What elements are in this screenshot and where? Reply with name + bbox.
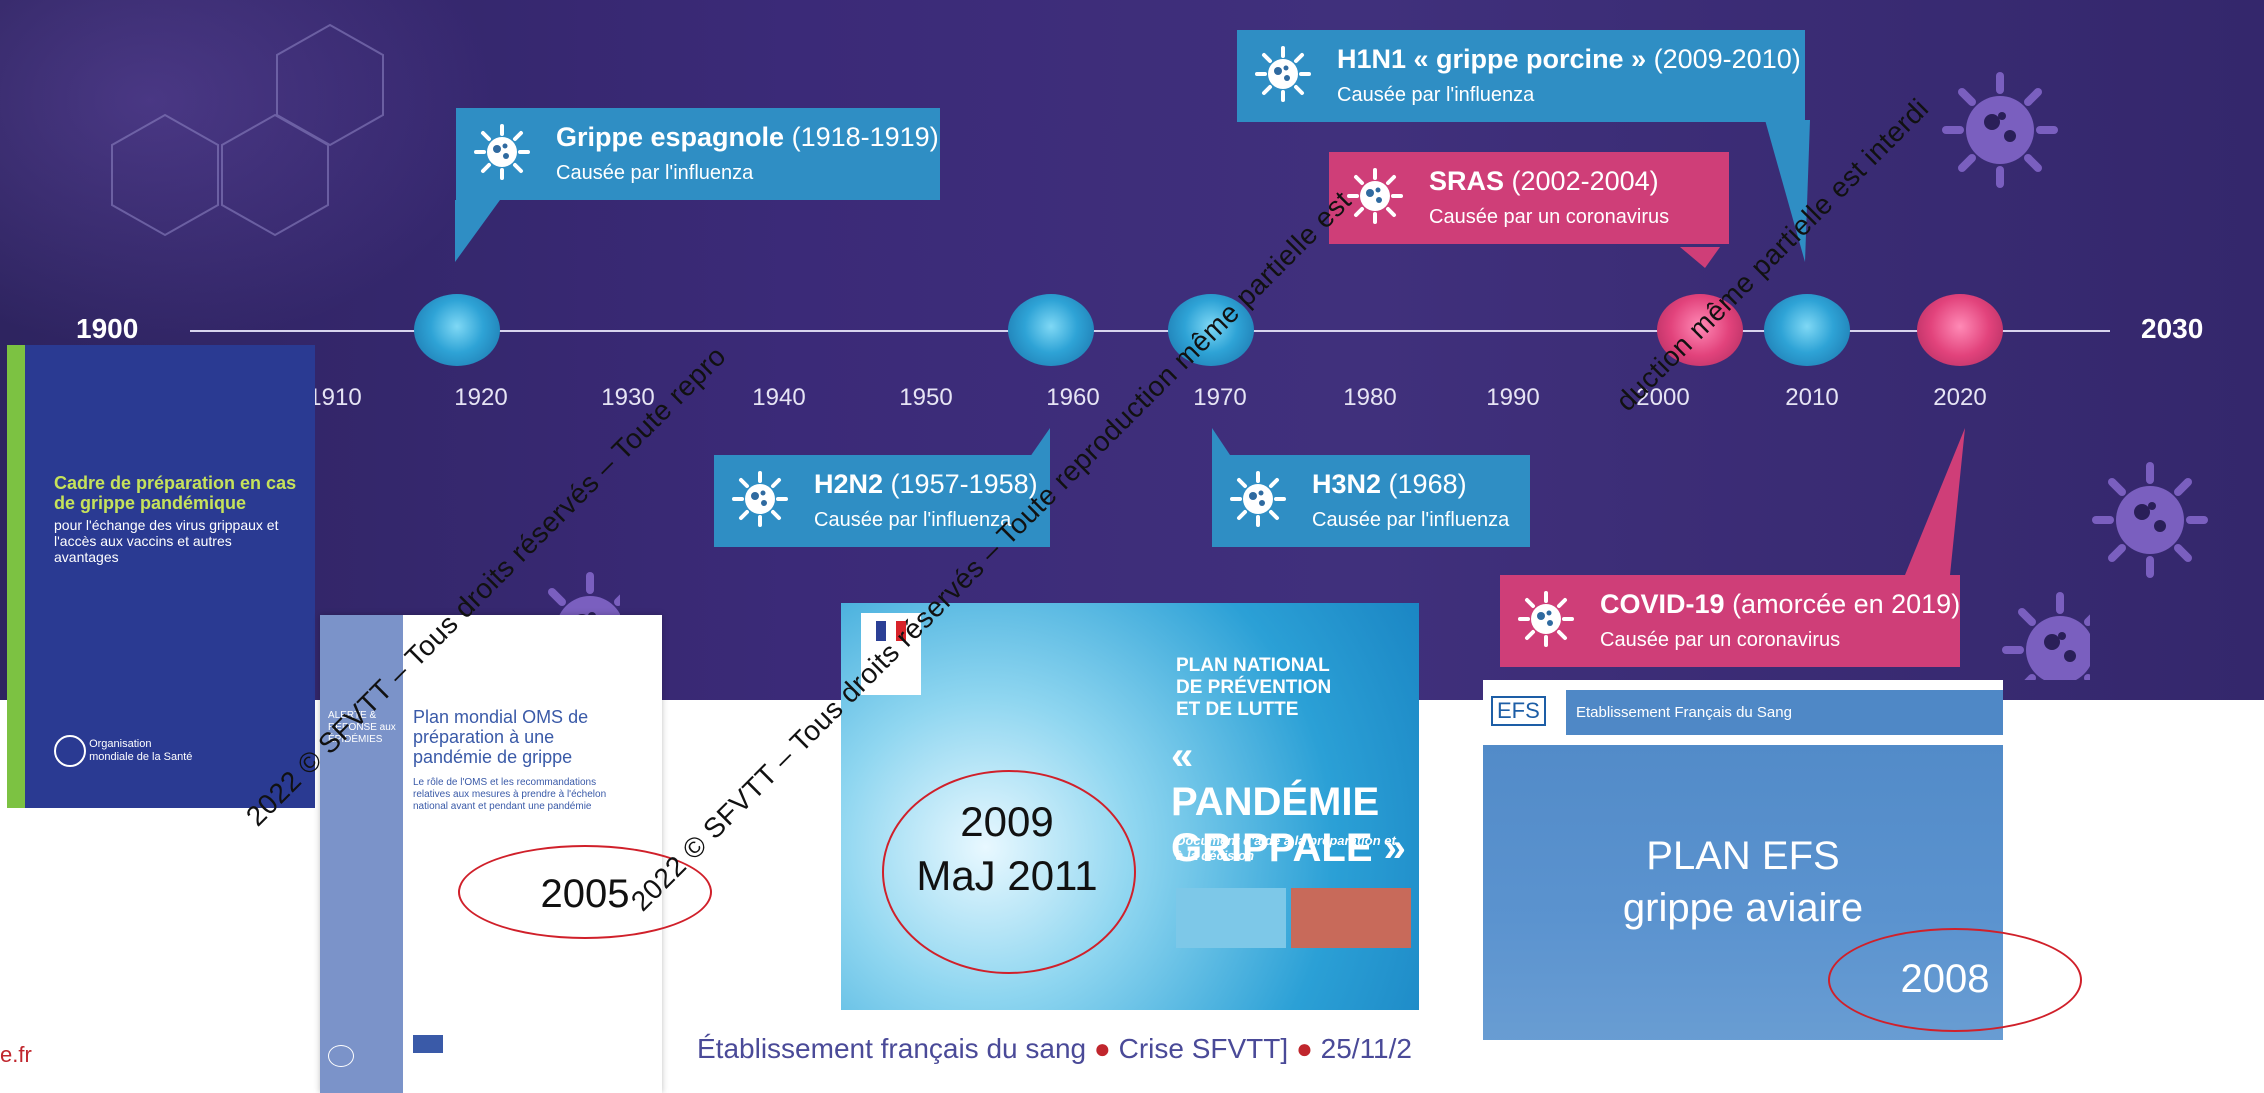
virus-icon [1347, 168, 1403, 224]
event-callout-h2n2: H2N2 (1957-1958) Causée par l'influenza [714, 455, 1050, 547]
doc-side-band: ALERTE & RÉPONSE aux ÉPIDÉMIES [320, 615, 403, 1093]
tick-label: 1920 [454, 384, 508, 411]
timeline-start-year: 1900 [76, 313, 139, 344]
tick-label: 1980 [1343, 384, 1397, 411]
event-callout-grippe-espagnole: Grippe espagnole (1918-1919) Causée par … [456, 108, 940, 200]
event-cause: Causée par l'influenza [1312, 509, 1510, 531]
event-years: (2002-2004) [1511, 166, 1659, 196]
bullet-icon: ● [1093, 1033, 1111, 1064]
doc-subtitle: Document d'aide à la préparation et à la… [1176, 833, 1396, 863]
virus-icon [1518, 591, 1574, 647]
timeline-marker [414, 294, 500, 366]
doc-title: grippe aviaire [1622, 886, 1864, 930]
timeline-axis [190, 330, 2110, 332]
tick-label: 2020 [1933, 384, 1987, 411]
event-years: (amorcée en 2019) [1732, 589, 1961, 619]
doc-title: DE PRÉVENTION [1176, 677, 1332, 698]
timeline-marker [1917, 294, 2003, 366]
who-logo-icon [54, 735, 86, 767]
event-years: (1957-1958) [890, 469, 1038, 499]
timeline-marker [1168, 294, 1254, 366]
event-callout-h3n2: H3N2 (1968) Causée par l'influenza [1212, 455, 1530, 547]
event-years: (2009-2010) [1653, 44, 1801, 74]
event-cause: Causée par un coronavirus [1600, 629, 1841, 651]
who-logo-icon [328, 1045, 354, 1067]
republique-logo [861, 613, 921, 695]
doc-body: pour l'échange des virus grippaux et l'a… [54, 517, 279, 565]
doc-title: Cadre de préparation en cas [54, 473, 297, 493]
flag-icon [876, 621, 906, 641]
event-cause: Causée par un coronavirus [1429, 206, 1670, 228]
doc-title: PLAN EFS [1646, 834, 1840, 878]
year-highlight-circle [458, 845, 712, 939]
footer-org: Établissement français du sang [697, 1033, 1087, 1064]
event-name: COVID-19 [1600, 589, 1725, 619]
doc-header: Etablissement Français du Sang [1576, 704, 1792, 721]
tick-label: 1940 [752, 384, 806, 411]
doc-title: ET DE LUTTE [1176, 699, 1299, 720]
efs-logo: EFS [1491, 696, 1546, 726]
tick-label: 1930 [601, 384, 655, 411]
footer-event: Crise SFVTT] [1118, 1033, 1289, 1064]
doc-green-edge [7, 345, 25, 808]
year-highlight-circle [1828, 928, 2082, 1032]
doc-org: Organisation mondiale de la Santé [89, 738, 193, 763]
virus-icon [732, 471, 788, 527]
background-glow [0, 0, 500, 350]
tick-label: 1960 [1046, 384, 1100, 411]
event-years: (1918-1919) [791, 122, 939, 152]
event-cause: Causée par l'influenza [1337, 84, 1535, 106]
event-callout-h1n1: H1N1 « grippe porcine » (2009-2010) Caus… [1237, 30, 1805, 122]
event-years: (1968) [1388, 469, 1467, 499]
tick-label: 2000 [1636, 384, 1690, 411]
virus-icon [474, 124, 530, 180]
doc-title: PLAN NATIONAL [1176, 655, 1330, 676]
tick-label: 1970 [1193, 384, 1247, 411]
event-cause: Causée par l'influenza [814, 509, 1012, 531]
doc-who-framework: Cadre de préparation en cas de grippe pa… [7, 345, 315, 808]
doc-photo [1176, 888, 1286, 948]
doc-year: 2005 [540, 872, 630, 916]
timeline-marker [1657, 294, 1743, 366]
bullet-icon: ● [1295, 1033, 1313, 1064]
footer-date: 25/11/2 [1320, 1033, 1412, 1064]
doc-title: Plan mondial OMS de préparation à une pa… [413, 707, 589, 767]
doc-footer-band [1483, 1040, 2003, 1080]
virus-icon [1230, 471, 1286, 527]
doc-body: Le rôle de l'OMS et les recommandations … [413, 777, 607, 812]
footer-url: e.fr [0, 1042, 32, 1067]
event-name: H2N2 [814, 469, 884, 499]
timeline-end-year: 2030 [2141, 313, 2204, 344]
event-name: SRAS [1429, 166, 1505, 196]
event-callout-covid19: COVID-19 (amorcée en 2019) Causée par un… [1500, 575, 1960, 667]
tick-label: 2010 [1785, 384, 1839, 411]
year-highlight-circle [882, 770, 1136, 974]
timeline-marker [1008, 294, 1094, 366]
doc-logo-block [413, 1035, 443, 1053]
doc-year: 2009 [960, 798, 1054, 845]
doc-year: 2008 [1900, 957, 1990, 1001]
hexagon-decoration [111, 23, 384, 237]
event-name: H1N1 « grippe porcine » [1337, 44, 1647, 74]
doc-year: MaJ 2011 [916, 852, 1098, 899]
event-cause: Causée par l'influenza [556, 162, 754, 184]
doc-header-band: EFS Etablissement Français du Sang [1483, 680, 2003, 745]
doc-photo [1291, 888, 1411, 948]
event-name: Grippe espagnole [556, 122, 785, 152]
virus-icon [1255, 46, 1311, 102]
doc-side-text: ALERTE & RÉPONSE aux ÉPIDÉMIES [328, 710, 396, 745]
doc-title: de grippe pandémique [54, 493, 247, 513]
event-name: H3N2 [1312, 469, 1382, 499]
doc-title: « PANDÉMIE [1171, 734, 1380, 824]
tick-label: 1990 [1486, 384, 1540, 411]
event-callout-sras: SRAS (2002-2004) Causée par un coronavir… [1329, 152, 1729, 244]
tick-label: 1910 [308, 384, 362, 411]
footer: Établissement français du sang ● Crise S… [697, 1033, 1412, 1065]
doc-title: GRIPPALE » [1171, 826, 1406, 870]
timeline-marker [1764, 294, 1850, 366]
pandemic-timeline-banner: 1900 2030 1910 1920 1930 1940 1950 1960 … [0, 0, 2264, 700]
tick-label: 1950 [899, 384, 953, 411]
